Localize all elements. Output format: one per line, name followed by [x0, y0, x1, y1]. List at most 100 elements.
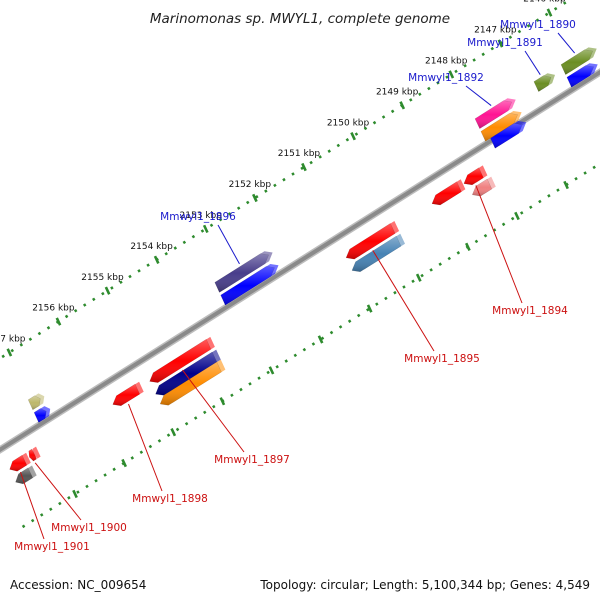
gene-feature-mmwyl1_1897: [149, 336, 215, 383]
ruler-tick: [366, 304, 373, 313]
gene-label-mmwyl1_1901: Mmwyl1_1901: [14, 541, 90, 553]
gene-label-mmwyl1_1891: Mmwyl1_1891: [467, 37, 543, 49]
ruler-tick: [497, 39, 504, 48]
gene-arrow-shade: [34, 408, 47, 423]
tick-label: 2148 kbp: [425, 57, 468, 67]
genome-summary: Topology: circular; Length: 5,100,344 bp…: [260, 578, 590, 592]
gene-feature-mmwyl1_1897: [155, 349, 221, 396]
ruler-tick: [415, 273, 422, 282]
gene-feature-mmwyl1_1890: [560, 47, 597, 75]
gene-label-mmwyl1_1897: Mmwyl1_1897: [214, 454, 290, 466]
gene-arrow-shade: [214, 253, 269, 293]
ruler-tick: [219, 397, 226, 406]
ruler-tick: [546, 8, 553, 17]
gene-arrow-shade: [472, 179, 492, 197]
gene-arrow-shade: [155, 352, 217, 396]
gene-label-mmwyl1_1895: Mmwyl1_1895: [404, 353, 480, 365]
ruler-tick: [301, 162, 307, 172]
gene-feature-mmwyl1_1897: [159, 359, 226, 406]
accession-label: Accession: NC_009654: [10, 578, 147, 592]
tick-label: 2156 kbp: [32, 304, 75, 314]
gene-feature-mmwyl1_1901: [9, 452, 31, 472]
gene-feature-mmwyl1_1898: [112, 381, 144, 407]
gene-feature-mmwyl1_1901: [15, 465, 37, 485]
ruler-tick: [399, 101, 406, 110]
gene-feature-mmwyl1_1895: [351, 233, 405, 273]
gene-arrow-shade: [149, 339, 211, 383]
gene-callout: [128, 403, 163, 492]
gene-arrow-shade: [15, 467, 33, 484]
gene-labels: Mmwyl1_1890Mmwyl1_1891Mmwyl1_1892Mmwyl1_…: [14, 19, 576, 553]
gene-arrow-shade: [160, 362, 222, 406]
gene-callout: [524, 50, 541, 75]
ruler-tick: [448, 70, 455, 79]
gene-arrow-shade: [28, 395, 41, 410]
gene-arrow-shade: [566, 65, 594, 88]
ruler-tick-labels: 2146 kbp 2147 kbp 2148 kbp 2149 kbp 2150 kbp…: [0, 0, 566, 345]
gene-arrow-shade: [533, 75, 551, 92]
tick-label: 2153 kbp: [180, 211, 223, 221]
gene-callout: [475, 185, 523, 304]
gene-arrow-shade: [346, 223, 396, 260]
ruler-lines: [0, 0, 600, 533]
tick-label: 2150 kbp: [327, 118, 370, 128]
gene-arrow-shade: [28, 449, 37, 461]
gene-arrow-shade: [9, 455, 27, 472]
gene-callout: [557, 32, 576, 54]
gene-callout: [217, 224, 240, 265]
ruler-tick: [6, 348, 13, 357]
lower-ruler: [15, 162, 600, 533]
ruler-tick: [317, 335, 324, 344]
ruler-tick: [563, 180, 569, 190]
gene-label-mmwyl1_1894: Mmwyl1_1894: [492, 305, 568, 317]
ruler-tick: [252, 193, 258, 203]
ruler-tick: [268, 366, 275, 375]
gene-arrow-shade: [463, 167, 484, 185]
upper-ruler: [0, 0, 572, 360]
ruler-tick: [121, 458, 128, 468]
gene-feature-mmwyl1_1896: [214, 251, 273, 293]
ruler-tick: [104, 286, 111, 295]
gene-feature-mmwyl1_1895: [345, 221, 400, 260]
tick-label: 2147 kbp: [474, 26, 517, 36]
ruler-ticks: [6, 8, 569, 499]
ruler-tick: [72, 489, 78, 499]
tick-label: 2155 kbp: [81, 273, 124, 283]
gene-arrow-shade: [432, 181, 462, 205]
gene-label-mmwyl1_1898: Mmwyl1_1898: [132, 493, 208, 505]
gene-arrow-shade: [490, 123, 523, 149]
gene-feature-mmwyl1_1890: [566, 63, 598, 88]
gene-label-mmwyl1_1900: Mmwyl1_1900: [51, 522, 127, 534]
gene-callout: [465, 85, 492, 106]
map-title: Marinomonas sp. MWYL1, complete genome: [150, 11, 450, 27]
gene-arrow-shade: [112, 384, 140, 406]
gene-label-mmwyl1_1892: Mmwyl1_1892: [408, 72, 484, 84]
ruler-tick: [55, 317, 62, 326]
gene-feature-mmwyl1_1899: [27, 393, 45, 411]
ruler-tick: [514, 211, 520, 221]
gene-feature-mmwyl1_1899: [33, 406, 51, 423]
gene-feature-mmwyl1_1894: [471, 176, 496, 197]
gene-feature-mmwyl1_1892: [490, 121, 527, 149]
gene-features: [9, 47, 598, 485]
gene-arrow-shade: [475, 100, 512, 129]
gene-feature-mmwyl1_1896: [220, 264, 279, 306]
gene-feature-mmwyl1_1892: [474, 98, 516, 129]
ruler-tick: [465, 242, 471, 251]
tick-label: 2151 kbp: [278, 149, 321, 159]
gene-label-mmwyl1_1890: Mmwyl1_1890: [500, 19, 576, 31]
gene-feature-mmwyl1_1900: [28, 446, 41, 462]
gene-arrow-shade: [561, 49, 593, 75]
gene-callout: [182, 369, 245, 453]
gene-arrow-shade: [352, 236, 401, 272]
gene-feature-mmwyl1_1894: [463, 165, 488, 186]
gene-callout: [372, 250, 435, 352]
ruler-tick: [202, 224, 209, 234]
tick-label: 2146 kbp: [523, 0, 566, 5]
tick-label: 2152 kbp: [229, 180, 272, 190]
gene-callout: [19, 471, 45, 540]
ruler-tick: [350, 132, 356, 141]
gene-callout: [34, 462, 82, 521]
tick-label: 2149 kbp: [376, 87, 419, 97]
